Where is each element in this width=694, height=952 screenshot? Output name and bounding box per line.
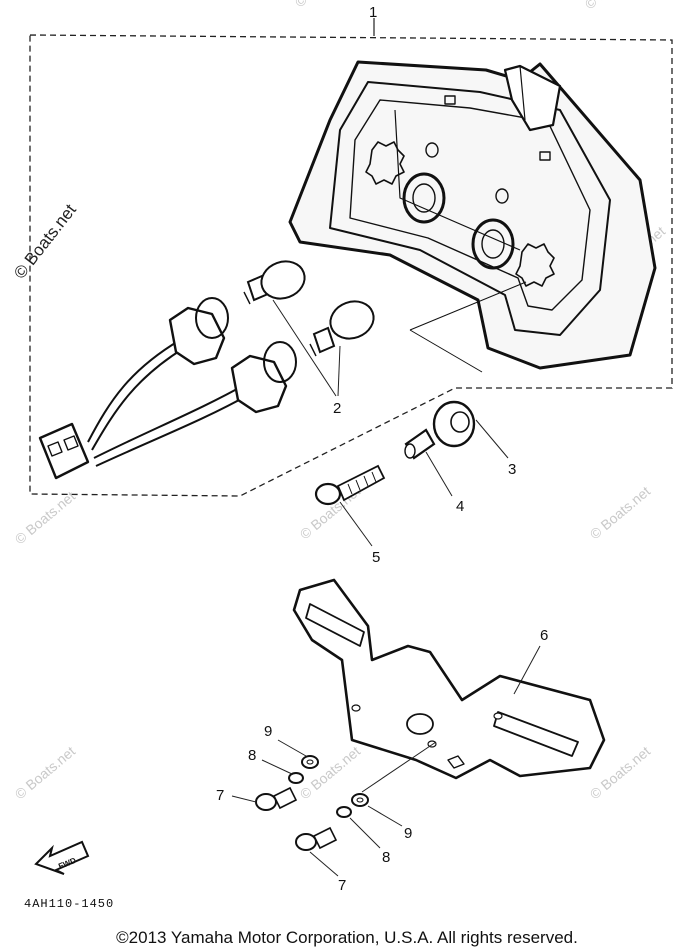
forward-arrow-icon: FWD [34, 840, 90, 875]
copyright-notice: ©2013 Yamaha Motor Corporation, U.S.A. A… [116, 928, 578, 947]
watermark-tile: © Boats.net [12, 743, 79, 802]
hardware-leaders [231, 739, 437, 877]
watermark-tile: © Boats.net [292, 0, 359, 10]
bulb-lower [309, 300, 375, 357]
callout-4: 4 [456, 498, 464, 515]
license-bracket [292, 578, 606, 780]
hardware-lower [295, 793, 369, 851]
watermark-tile: © Boats.net [297, 743, 364, 802]
diagram-part-code: 4AH110-1450 [24, 897, 115, 911]
callout-8-lower: 8 [382, 849, 390, 866]
callout-7-upper: 7 [216, 787, 224, 804]
bulb-upper [243, 260, 306, 305]
callout-3: 3 [508, 461, 516, 478]
socket-harness [38, 297, 297, 480]
callout-5: 5 [372, 549, 380, 566]
assembly-boundary [29, 34, 673, 497]
callout-1: 1 [369, 4, 377, 21]
tail-light-housing [288, 60, 657, 373]
grommet [432, 400, 476, 448]
watermark-tile: © Boats.net [587, 483, 654, 542]
leader-6 [513, 645, 541, 695]
leader-5 [339, 501, 373, 547]
callout-8-upper: 8 [248, 747, 256, 764]
callout-9-lower: 9 [404, 825, 412, 842]
callout-9-upper: 9 [264, 723, 272, 740]
boats-net-watermark: © Boats.net [10, 200, 80, 282]
leader-2b [337, 345, 341, 397]
collar [404, 428, 436, 460]
callout-2: 2 [333, 400, 341, 417]
screw [314, 464, 386, 506]
callout-7-lower: 7 [338, 877, 346, 894]
leader-4 [425, 451, 453, 497]
leader-3 [475, 419, 509, 459]
leader-2a [272, 299, 337, 397]
callout-6: 6 [540, 627, 548, 644]
watermark-tile: © Boats.net [582, 0, 649, 12]
watermark-tile: © Boats.net [12, 488, 79, 547]
